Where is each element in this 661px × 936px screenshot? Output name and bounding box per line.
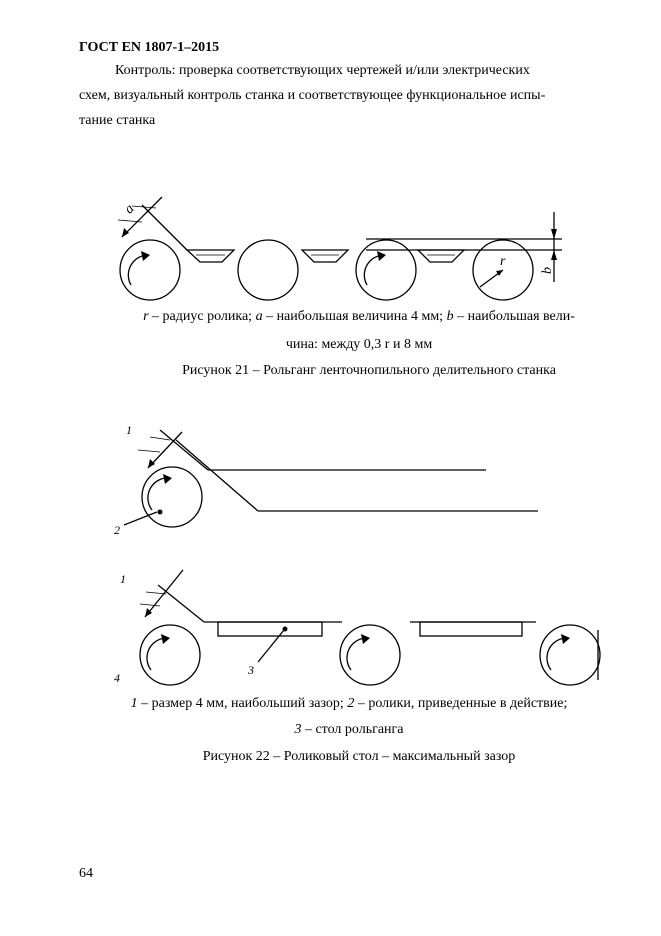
figure-21-legend-line-1: r – радиус ролика; a – наибольшая величи…	[143, 309, 575, 324]
figure-22-legend-line-2: 3 – стол рольганга	[294, 722, 404, 737]
intro-line-2: схем, визуальный контроль станка и соотв…	[79, 88, 546, 103]
figure-21-legend-line-2: чина: между 0,3 r и 8 мм	[285, 337, 433, 352]
label-3: 3	[247, 663, 254, 677]
label-a: a	[122, 202, 138, 218]
figure-22-bottom-drawing: 1 3 4	[114, 569, 601, 686]
label-4: 4	[114, 671, 120, 685]
label-b: b	[540, 267, 555, 274]
page-number: 64	[79, 866, 93, 881]
label-r: r	[500, 254, 506, 269]
figure-22-top-drawing: 1 2	[114, 423, 538, 537]
figure-22-caption: Рисунок 22 – Роликовый стол – максимальн…	[202, 749, 516, 764]
label-1-bottom: 1	[120, 572, 126, 586]
figure-21-drawing: a r b	[117, 196, 562, 301]
label-1-top: 1	[126, 423, 132, 437]
intro-paragraph: Контроль: проверка соответствующих черте…	[79, 58, 609, 133]
intro-line-3: тание станка	[79, 113, 156, 128]
label-2: 2	[114, 523, 120, 537]
intro-line-1: Контроль: проверка соответствующих черте…	[115, 63, 530, 78]
figure-21-caption: Рисунок 21 – Рольганг ленточнопильного д…	[182, 363, 556, 378]
figure-22-legend-line-1: 1 – размер 4 мм, наибольший зазор; 2 – р…	[130, 696, 568, 711]
document-code: ГОСТ EN 1807-1–2015	[79, 40, 220, 55]
